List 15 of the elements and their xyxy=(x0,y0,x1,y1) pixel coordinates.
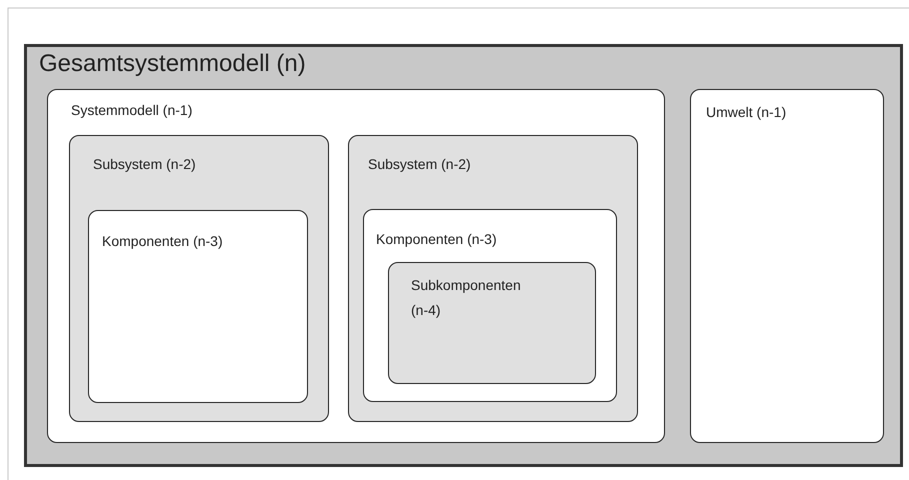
box-heading: Komponenten (n-3) xyxy=(376,230,497,249)
box-heading: Umwelt (n-1) xyxy=(706,103,786,122)
container-box xyxy=(388,262,596,384)
container-box xyxy=(88,210,308,403)
container-box xyxy=(363,209,617,402)
box-heading: Subkomponenten (n-4) xyxy=(411,276,522,320)
container-box xyxy=(47,89,665,443)
container-box xyxy=(69,135,329,422)
box-heading: Subsystem (n-2) xyxy=(93,155,196,174)
diagram-heading: Gesamtsystemmodell (n) xyxy=(39,49,307,79)
container-box xyxy=(690,89,884,443)
box-heading: Subsystem (n-2) xyxy=(368,155,471,174)
container-box xyxy=(348,135,638,422)
box-heading: Komponenten (n-3) xyxy=(102,232,223,251)
box-heading: Systemmodell (n-1) xyxy=(71,101,192,120)
